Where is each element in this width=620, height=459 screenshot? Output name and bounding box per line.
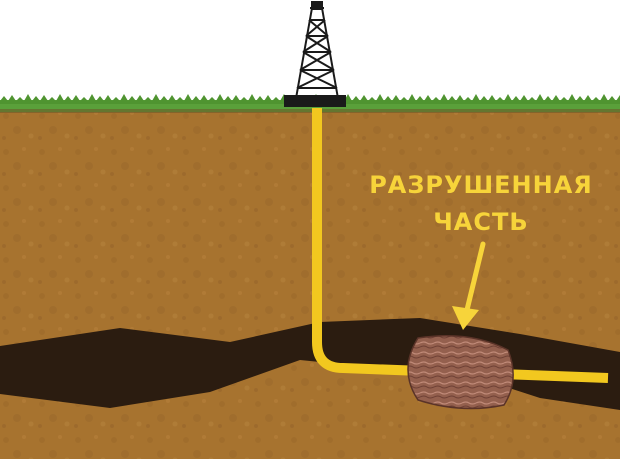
oil-derrick-icon <box>284 1 346 107</box>
annotation-line-2: ЧАСТЬ <box>433 208 528 236</box>
damage-annotation: РАЗРУШЕННАЯ ЧАСТЬ <box>369 171 593 236</box>
annotation-line-1: РАЗРУШЕННАЯ <box>369 171 593 199</box>
well-pipe <box>312 108 609 383</box>
damaged-section <box>407 334 514 410</box>
soil-layer <box>0 106 620 459</box>
arrow-icon <box>452 241 486 330</box>
